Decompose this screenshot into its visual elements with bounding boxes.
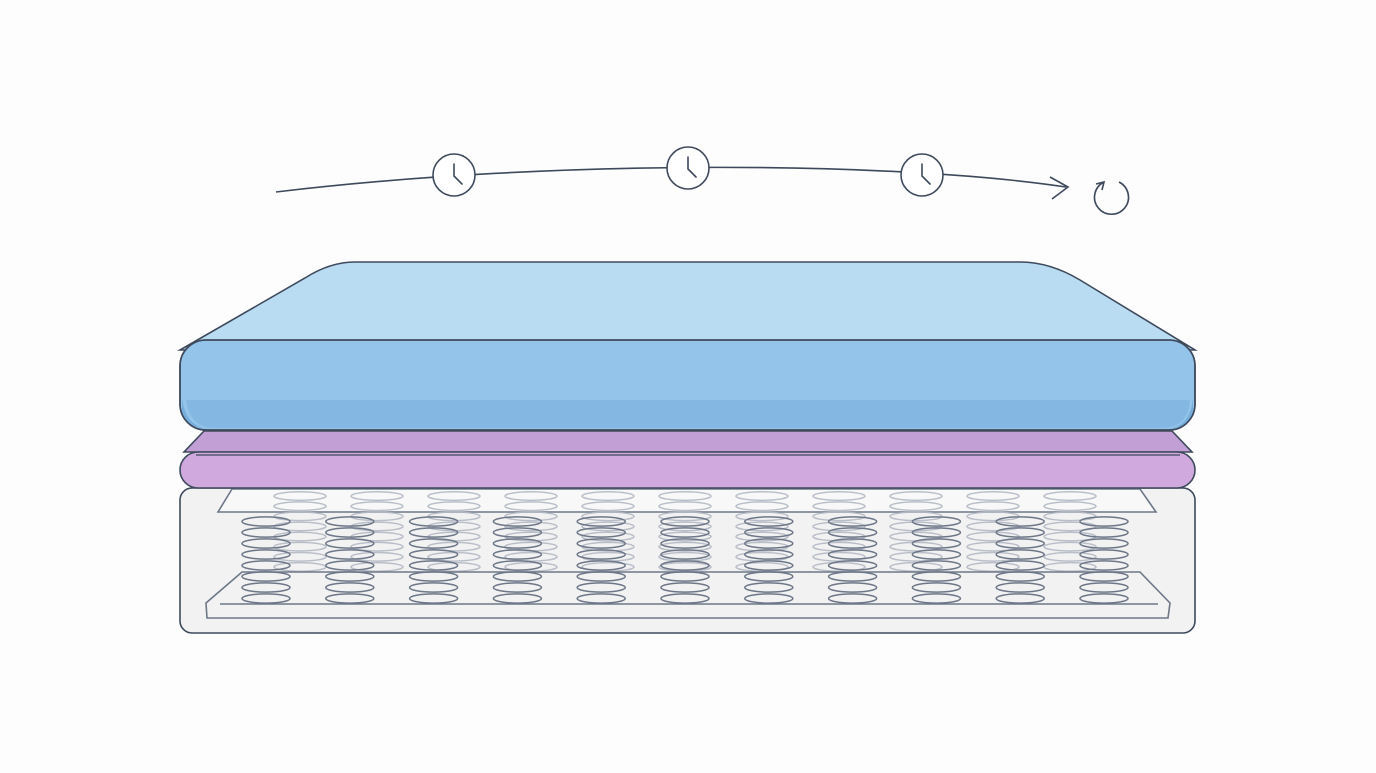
coil-spring-back — [273, 491, 327, 572]
clock-icon — [666, 146, 710, 190]
coil-spring-back — [581, 491, 635, 572]
coil-spring-back — [658, 491, 712, 572]
coil-spring-front — [995, 516, 1045, 604]
comfort-layer-front — [179, 451, 1196, 489]
clock-icon — [432, 153, 476, 197]
comfort-layer-top — [182, 430, 1194, 453]
coil-spring-back — [966, 491, 1020, 572]
coil-base — [179, 487, 1196, 634]
timeline-arrowhead — [1049, 176, 1070, 200]
top-foam-layer — [177, 261, 1198, 431]
comfort-layer — [179, 430, 1196, 489]
refresh-icon — [1093, 180, 1130, 215]
coil-base-bottom-frame — [205, 571, 1171, 619]
coil-spring-front — [408, 516, 459, 604]
timeline-curve — [275, 166, 1067, 193]
coil-spring-front — [660, 516, 710, 604]
clock-icon — [900, 153, 944, 197]
coil-spring-front — [1079, 516, 1129, 604]
coil-spring-front — [325, 516, 375, 604]
coil-spring-front — [492, 516, 543, 604]
timeline — [275, 146, 1130, 215]
top-foam-layer-top — [177, 261, 1198, 351]
